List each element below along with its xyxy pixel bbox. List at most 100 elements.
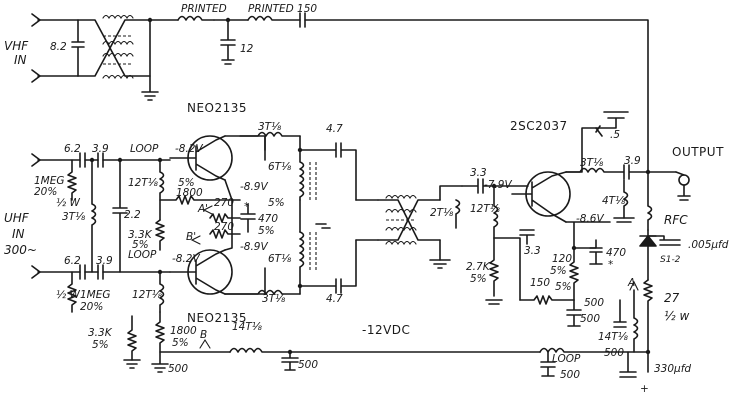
res-1800b-label: 1800 (170, 325, 197, 337)
neo2135-bottom-label: NEO2135 (187, 311, 247, 325)
res-270b-label: 270 (214, 221, 234, 233)
cap-6-2b-label: 6.2 (64, 255, 81, 267)
coil-2t-label: 2T⅛ (430, 207, 453, 219)
res-5g-label: 5% (470, 273, 487, 285)
ohms-300-label: 300~ (4, 243, 37, 257)
cap-4-7-top-label: 4.7 (326, 123, 343, 135)
push-pull-stage: NEO2135 NEO2135 LOOP -8.2V 3T⅛ 4.7 6T⅛ -… (128, 101, 357, 325)
vhf-label: VHF (4, 39, 29, 53)
res-5a-label: 5% (178, 177, 195, 189)
res-half-w-c-label: ½ w (664, 309, 689, 323)
output-stage: 2SC2037 .5 OUTPUT 3.3 -7.9V 3T⅛ 3.9 4T⅛ … (461, 111, 729, 395)
uhf-label: UHF (4, 211, 30, 225)
printed-inductor-1-label: PRINTED (181, 3, 227, 15)
point-b-prime-label: B' (186, 231, 196, 243)
res-5i-label: 5% (555, 281, 572, 293)
coil-4t-label: 4T⅛ (602, 195, 625, 207)
coil-12t-b-label: 12T⅛ (132, 289, 162, 301)
cap-2-2-label: 2.2 (124, 209, 141, 221)
res-3-3k-b-label: 3.3K (88, 327, 113, 339)
cap-500f-label: 500 (560, 369, 580, 381)
cap-500e-label: 500 (604, 347, 624, 359)
res-5e-label: 5% (92, 339, 109, 351)
coil-14t-b-label: 14T⅛ (598, 331, 628, 343)
interstage-transformer: 2T⅛ (355, 185, 463, 269)
res-5f-label: 5% (172, 337, 189, 349)
2sc2037-label: 2SC2037 (510, 119, 568, 133)
cap-470b-label: 470 (606, 247, 626, 259)
point-b-label: B (200, 329, 207, 341)
res-5c-label: 5% (258, 225, 275, 237)
volt-8-9a-label: -8.9V (240, 181, 268, 193)
res-5d-label: 5% (132, 239, 149, 251)
res-2-7k-label: 2.7K (466, 261, 491, 273)
cap-500a-label: 500 (168, 363, 188, 375)
loop-top-label: LOOP (130, 143, 159, 155)
coil-6t-bottom-label: 6T⅛ (268, 253, 291, 265)
res-1800-label: 1800 (176, 187, 203, 199)
diode-s1-2-label: S1-2 (660, 255, 681, 265)
star-2-label: * (608, 259, 613, 271)
cap-500b-label: 500 (298, 359, 318, 371)
cap-005-label: .005μfd (688, 239, 729, 251)
cap-12-label: 12 (240, 43, 254, 55)
loop-bottom-label: LOOP (128, 249, 157, 261)
star-1-label: * (244, 201, 249, 213)
coil-3t-out-label: 3T⅛ (580, 157, 603, 169)
res-5b-label: 5% (268, 197, 285, 209)
res-270a-label: 270 (214, 197, 234, 209)
coil-3t-bottom-label: 3T⅛ (262, 293, 285, 305)
volt-8-2b-label: -8.2V (172, 253, 200, 265)
res-120-label: 120 (552, 253, 572, 265)
volt-8-6-label: -8.6V (576, 213, 604, 225)
res-27-label: 27 (664, 291, 680, 305)
cap-3-3b-label: 3.3 (524, 245, 541, 257)
junction-dots (89, 17, 651, 355)
supply-voltage-label: -12VDC (362, 323, 410, 337)
cap-500c-label: 500 (584, 297, 604, 309)
cap-3-3a-label: 3.3 (470, 167, 487, 179)
neo2135-top-label: NEO2135 (187, 101, 247, 115)
cap-3-9c-label: 3.9 (624, 155, 641, 167)
bias-supply-section: 3.3K 5% 1800 5% B 14T⅛ 500 500 -12VDC (88, 311, 541, 375)
cap-3-9a-label: 3.9 (92, 143, 109, 155)
rfc-label: RFC (664, 213, 688, 227)
coil-6t-top-label: 6T⅛ (268, 161, 291, 173)
res-150-label: 150 (530, 277, 550, 289)
cap-8-2-label: 8.2 (50, 41, 67, 53)
volt-8-2a-label: -8.2V (175, 143, 203, 155)
res-20-b-label: 20% (80, 301, 103, 313)
printed-inductor-2-label: PRINTED 150 (248, 3, 317, 15)
cap-4-7-bottom-label: 4.7 (326, 293, 343, 305)
point-a-label: A (627, 277, 635, 289)
res-20-a-label: 20% (34, 186, 57, 198)
res-5h-label: 5% (550, 265, 567, 277)
res-1meg-a-label: 1MEG (34, 175, 65, 187)
res-1meg-b-label: 1MEG (80, 289, 111, 301)
res-half-w-a-label: ½ W (56, 197, 81, 209)
loop-out-label: LOOP (552, 353, 581, 365)
volt-8-9b-label: -8.9V (240, 241, 268, 253)
uhf-in-label: IN (12, 227, 25, 241)
coil-3t-in-label: 3T⅛ (62, 211, 85, 223)
cap-0-5-label: .5 (610, 129, 620, 141)
uhf-input-section: 6.2 3.9 6.2 3.9 1MEG 20% ½ W ½ W 1MEG 20… (4, 143, 171, 313)
coil-14t-a-label: 14T⅛ (232, 321, 262, 333)
res-3-3k-a-label: 3.3K (128, 229, 153, 241)
coil-12t-a-label: 12T⅛ (128, 177, 158, 189)
cap-500d-label: 500 (580, 313, 600, 325)
cap-330uf-label: 330μfd (654, 363, 691, 375)
coil-12t-c-label: 12T⅛ (470, 203, 500, 215)
cap-6-2a-label: 6.2 (64, 143, 81, 155)
output-label: OUTPUT (672, 145, 724, 159)
volt-7-9-label: -7.9V (484, 179, 512, 191)
cap-470a-label: 470 (258, 213, 278, 225)
res-half-w-b-label: ½ W (56, 289, 81, 301)
plus-label: + (640, 383, 649, 395)
vhf-in-label: IN (14, 53, 27, 67)
cap-3-9b-label: 3.9 (96, 255, 113, 267)
vhf-input-section: PRINTED PRINTED 150 12 VHF IN 8.2 (4, 3, 649, 171)
coil-3t-top-label: 3T⅛ (258, 121, 281, 133)
